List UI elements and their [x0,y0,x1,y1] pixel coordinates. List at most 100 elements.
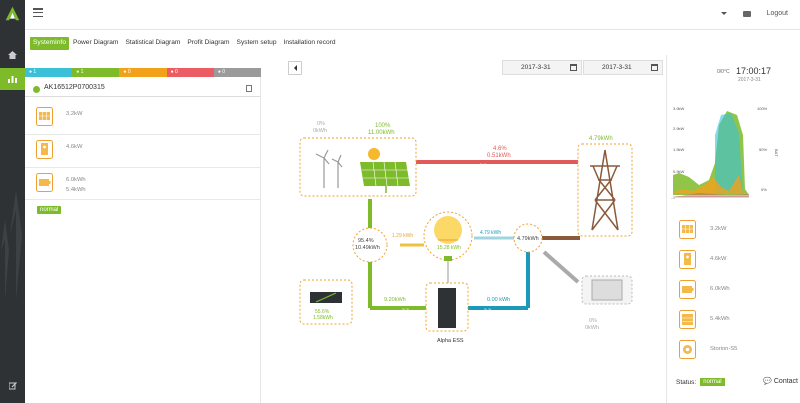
battery-module-icon [679,310,696,329]
load-plug-icon [444,256,452,261]
left-item-inverter: 4.6kW [36,140,236,162]
chart-y-tick-0: 3.9kW [673,106,685,111]
flow-arrow-export: » » [480,162,487,168]
date-to-input[interactable]: 2017-3-31 [583,60,663,75]
status-offline-count[interactable]: ● 0 [213,68,262,77]
left-rail [0,0,25,403]
document-icon[interactable] [246,85,252,92]
tab-statistical-diagram[interactable]: Statistical Diagram [125,39,181,46]
chart-y-tick-1: 2.9kW [673,126,685,131]
load-val: 15.28 kWh [437,245,461,251]
grid-node-val: 4.79kWh [517,236,539,242]
tab-systeminfo[interactable]: SystemInfo [30,37,69,50]
back-button[interactable] [288,61,302,75]
gen-val: 0kWh [585,325,599,331]
battery-val: 1.58kWh [313,315,333,321]
status-fault-count[interactable]: ● 0 [166,68,214,77]
energy-flow-diagram: » » » » » » 0% 0kWh 100% 11.00kWh 4.6% 0… [262,80,666,403]
calendar-icon[interactable] [570,64,577,71]
pv-val: 11.00kWh [368,130,395,136]
grid-box [577,143,633,237]
weather-readout: 0/0°C [717,69,730,75]
flow-arrow-grid: » » [484,307,491,313]
right-item-battery: 6.0kWh [679,280,799,302]
solar-array-icon [360,148,410,193]
device-status-dot [33,86,40,93]
grid-node [513,223,543,253]
chart-y-tick-2: 1.9kW [673,147,685,152]
alpha-logo [5,6,20,21]
solar-panel-icon [36,107,53,126]
background-trees-decoration [1,190,22,300]
flow-grid-load-val: 4.79 kWh [480,230,501,236]
status-warning-count[interactable]: ● 0 [119,68,167,77]
edit-nav-button[interactable] [0,375,25,397]
wind-turbine-icon [315,149,343,188]
status-online-count[interactable]: ● 1 [25,68,73,77]
device-status-badge: normal [37,206,62,214]
left-item-pv: 3.2kW [36,107,236,129]
tab-system-setup[interactable]: System setup [236,39,277,46]
top-header: Logout [25,0,800,30]
chart-r-tick-0: 100% [757,106,768,111]
right-item-storion: Storion-S5 [679,340,799,362]
status-badge: normal [700,378,725,386]
battery-icon [36,173,53,192]
self-pct: 95.4% [358,238,374,244]
wind-pct: 0% [317,121,325,127]
date-from-input[interactable]: 2017-3-31 [502,60,582,75]
chart-y-tick-3: 0.9kW [673,169,685,174]
battery-pct: 55.6% [315,309,330,315]
pv-pct: 100% [375,123,391,129]
contact-button[interactable]: 💬 Contact [763,378,798,385]
home-icon [8,51,17,59]
pv-capacity: 3.2kW [66,111,83,117]
main-tabs: SystemInfo Power Diagram Statistical Dia… [30,37,340,50]
right-item-pv: 3.2kW [679,220,799,242]
clock-date: 2017-3-31 [738,77,761,83]
chart-icon [8,76,17,83]
tab-profit-diagram[interactable]: Profit Diagram [187,39,230,46]
generator-icon [591,279,623,301]
dropdown-caret-icon[interactable] [720,12,727,15]
ess-cabinet-icon [438,288,456,328]
flow-ess-load-val: 0.00 kWh [487,297,510,303]
storion-icon [679,340,696,359]
calendar-icon[interactable] [651,64,658,71]
status-normal-count[interactable]: ● 1 [72,68,120,77]
mail-icon[interactable] [742,10,751,17]
stats-nav-button[interactable] [0,68,25,90]
device-row[interactable]: AK16512P0700315 [25,80,261,97]
tab-installation-record[interactable]: Installation record [283,39,336,46]
flow-ess-val: 9.20kWh [384,297,406,303]
edit-icon [8,382,17,390]
chart-r-tick-1: 50% [759,147,767,152]
menu-toggle-icon[interactable] [33,8,43,18]
chart-r-tick-2: 0% [761,187,767,192]
inverter-power: 4.6kW [66,144,83,150]
flow-pv-load-val: 1.29 kWh [392,233,413,239]
right-item-inverter: 4.6kW [679,250,799,272]
wind-val: 0kWh [313,128,327,134]
home-nav-button[interactable] [0,44,25,66]
chat-icon: 💬 [763,378,772,385]
chevron-left-icon [293,65,297,71]
summary-panel: 0/0°C 17:00:17 2017-3-31 3.9kW 2.9kW 1.9… [666,55,800,403]
transmission-tower-icon [590,149,620,231]
solar-panel-icon [679,220,696,239]
flow-line-generator [542,250,580,284]
chart-right-label: BAT [774,149,779,157]
logout-link[interactable]: Logout [766,10,788,17]
chart-area-load [715,113,743,193]
device-serial: AK16512P0700315 [44,84,105,91]
chart-area-battery [673,175,743,193]
status-strip: ● 1 ● 1 ● 0 ● 0 ● 0 [25,68,262,77]
inverter-icon [36,140,53,159]
gen-pct: 0% [589,318,597,324]
battery-pack-icon [310,292,342,303]
self-val: 10.49kWh [355,245,380,251]
tab-power-diagram[interactable]: Power Diagram [72,39,119,46]
